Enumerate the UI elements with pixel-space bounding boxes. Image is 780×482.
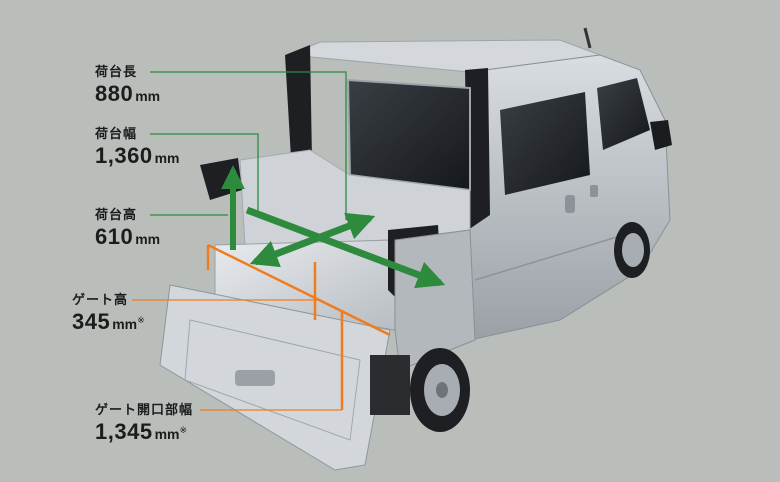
bed-width-arrow <box>249 212 376 268</box>
door-window <box>597 78 650 150</box>
spec-label: ゲート高 <box>72 292 129 307</box>
spec-unit: mm <box>154 426 180 442</box>
spec-number: 1,345 <box>95 419 153 444</box>
spec-label: ゲート開口部幅 <box>95 402 194 417</box>
spec-label: 荷台高 <box>95 207 138 222</box>
rear-bumper <box>370 355 410 415</box>
rear-wheel <box>410 348 470 432</box>
spec-number: 1,360 <box>95 143 153 168</box>
leader-lines <box>132 71 347 411</box>
side-mirror <box>650 120 672 150</box>
spec-label: 荷台幅 <box>95 126 138 141</box>
front-wheel <box>614 222 650 278</box>
rear-pillar-right <box>465 68 490 230</box>
side-window <box>500 92 590 195</box>
spec-unit: mm <box>135 88 161 104</box>
spec-note: ※ <box>137 315 145 325</box>
spec-note: ※ <box>179 425 188 435</box>
spec-unit: mm <box>112 316 138 332</box>
spec-number: 610 <box>95 224 134 249</box>
gate-opening-lines <box>206 243 391 410</box>
spec-label: 荷台長 <box>95 64 138 79</box>
spec-number: 345 <box>72 309 111 334</box>
door-handle <box>565 195 575 213</box>
rear-pillar-left <box>285 45 312 175</box>
spec-number: 880 <box>95 81 134 106</box>
cab-rear-window <box>346 78 471 192</box>
spec-unit: mm <box>135 231 161 247</box>
spec-unit: mm <box>154 150 180 166</box>
